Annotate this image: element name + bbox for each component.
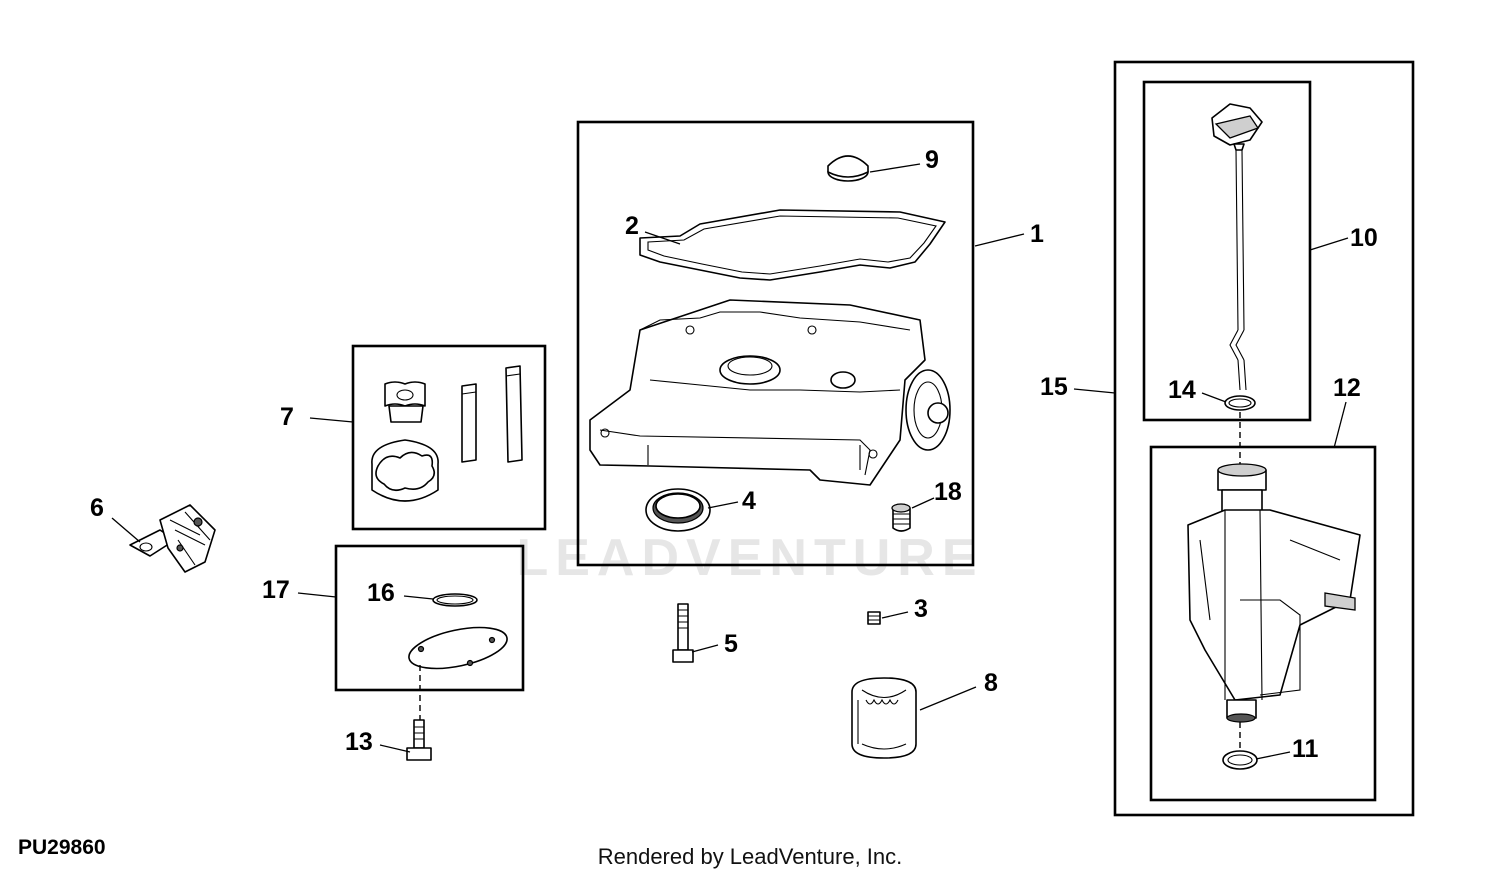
seal-part-4[interactable] <box>645 488 711 532</box>
oil-pump-rotor-part-7[interactable] <box>371 365 523 502</box>
callout-10: 10 <box>1350 224 1378 252</box>
callout-9: 9 <box>925 146 939 174</box>
o-ring-part-11[interactable] <box>1222 750 1258 770</box>
oil-pan-body[interactable] <box>589 299 951 486</box>
callout-6: 6 <box>90 494 104 522</box>
plug-part-9[interactable] <box>827 155 869 182</box>
dipstick-assembly-box <box>1113 60 1415 817</box>
oil-pump-kit-box <box>351 344 547 531</box>
callout-12: 12 <box>1333 374 1361 402</box>
callout-13: 13 <box>345 728 373 756</box>
callout-2: 2 <box>625 212 639 240</box>
callout-7: 7 <box>280 403 294 431</box>
plug-part-3[interactable] <box>867 611 881 625</box>
dipstick-tube-box <box>1149 445 1377 802</box>
bolt-part-13[interactable] <box>406 719 432 761</box>
cover-kit-box <box>334 544 525 692</box>
callout-5: 5 <box>724 630 738 658</box>
bolt-part-5[interactable] <box>672 603 694 663</box>
callout-18: 18 <box>934 478 962 506</box>
callout-16: 16 <box>367 579 395 607</box>
oil-filter-part-8[interactable] <box>851 677 917 759</box>
dipstick-tube-part-12[interactable] <box>1187 463 1361 723</box>
gasket-part-2[interactable] <box>639 209 946 281</box>
callout-14: 14 <box>1168 376 1196 404</box>
callout-8: 8 <box>984 669 998 697</box>
dipstick-box <box>1142 80 1312 422</box>
plug-part-18[interactable] <box>891 503 911 532</box>
callout-3: 3 <box>914 595 928 623</box>
leader-lines <box>111 163 1349 760</box>
oil-pan-assembly-box <box>576 120 975 567</box>
diagram-reference-code: PU29860 <box>18 836 106 859</box>
callout-15: 15 <box>1040 373 1068 401</box>
footer-credit: Rendered by LeadVenture, Inc. <box>598 844 903 869</box>
callout-11: 11 <box>1292 735 1319 763</box>
callout-labels: 1 2 3 4 5 6 7 8 9 10 11 12 13 14 15 16 1… <box>90 146 1378 763</box>
callout-4: 4 <box>742 487 756 515</box>
callout-17: 17 <box>262 576 290 604</box>
cover-plate-part-17[interactable] <box>405 620 510 676</box>
watermark-text: LEADVENTURE <box>516 529 983 587</box>
callout-1: 1 <box>1030 220 1044 248</box>
sensor-part-6[interactable] <box>129 504 216 573</box>
dipstick-part-10[interactable] <box>1211 103 1263 391</box>
